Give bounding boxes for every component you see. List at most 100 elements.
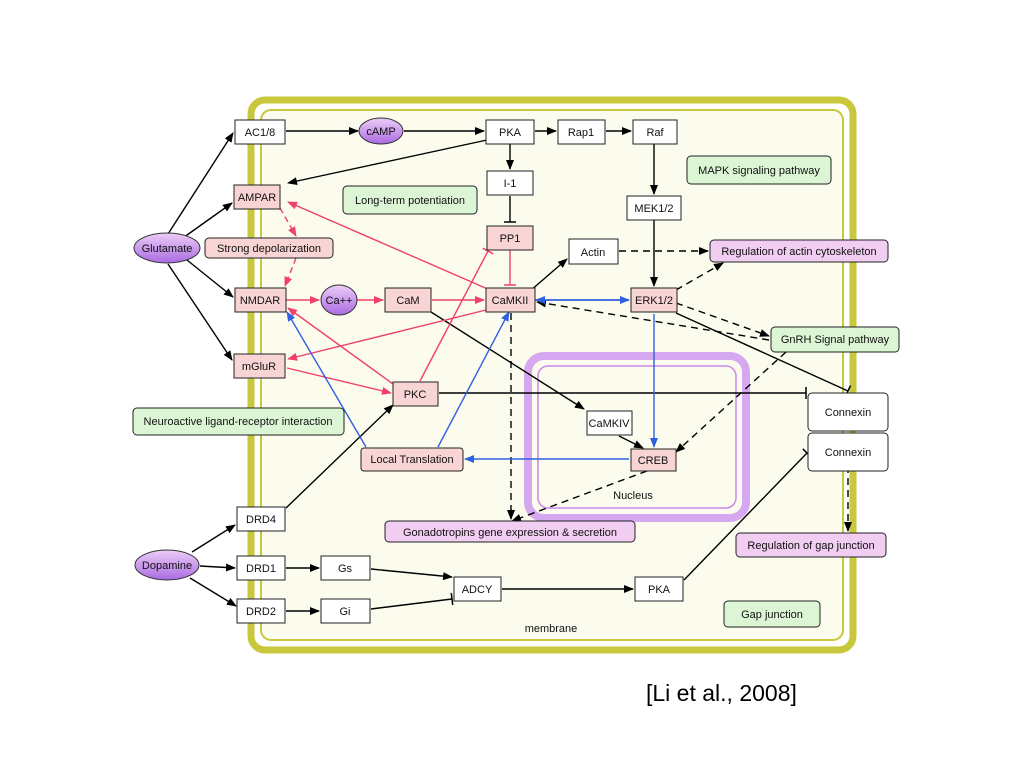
node-camp-label: cAMP	[366, 126, 395, 138]
node-dopamine-label: Dopamine	[142, 560, 192, 572]
node-gap-junction-label: Gap junction	[741, 609, 803, 621]
node-ltp[interactable]: Long-term potentiation	[342, 185, 478, 215]
node-creb-label: CREB	[638, 455, 669, 467]
node-pka-top-label: PKA	[499, 127, 522, 139]
node-ltp-label: Long-term potentiation	[355, 195, 465, 207]
edge-ampar-strong-depol	[279, 207, 297, 237]
node-camp[interactable]: cAMP	[358, 117, 404, 145]
node-ampar[interactable]: AMPAR	[233, 184, 281, 210]
edge-pka-connexin2	[683, 448, 812, 581]
node-pka-bottom[interactable]: PKA	[634, 576, 684, 602]
nucleus-inner	[537, 365, 737, 509]
node-gnrh[interactable]: GnRH Signal pathway	[770, 326, 900, 353]
node-reg-actin[interactable]: Regulation of actin cytoskeleton	[709, 239, 889, 263]
node-reg-gap[interactable]: Regulation of gap junction	[735, 532, 887, 558]
node-drd1[interactable]: DRD1	[236, 555, 286, 581]
citation: [Li et al., 2008]	[646, 680, 797, 706]
edge-gnrh-creb	[675, 351, 787, 453]
node-reg-actin-label: Regulation of actin cytoskeleton	[721, 246, 876, 258]
node-nmdar-label: NMDAR	[240, 295, 280, 307]
node-adcy[interactable]: ADCY	[453, 576, 502, 602]
node-pp1[interactable]: PP1	[486, 225, 534, 251]
node-erk12-label: ERK1/2	[635, 295, 673, 307]
node-cam[interactable]: CaM	[384, 287, 432, 313]
edge-gnrh-camkii	[536, 299, 770, 341]
node-dopamine[interactable]: Dopamine	[134, 549, 200, 581]
membrane-label: membrane	[525, 623, 578, 635]
node-i1[interactable]: I-1	[486, 170, 534, 196]
edge-erk12-reg-actin	[675, 262, 724, 291]
node-camkii[interactable]: CaMKII	[485, 287, 536, 313]
node-rap1[interactable]: Rap1	[557, 119, 606, 145]
node-pp1-label: PP1	[500, 233, 521, 245]
node-pkc-label: PKC	[404, 389, 427, 401]
node-camkiv-label: CaMKIV	[589, 418, 631, 430]
node-ac18-label: AC1/8	[245, 127, 276, 139]
node-connexin-2[interactable]: Connexin	[807, 432, 889, 472]
edge-pka-ampar	[287, 139, 488, 186]
nucleus-label: Nucleus	[613, 490, 653, 502]
edge-glutamate-mglur	[167, 263, 233, 361]
node-gonadotropins[interactable]: Gonadotropins gene expression & secretio…	[384, 520, 636, 543]
node-connexin-2-label: Connexin	[825, 447, 871, 459]
node-gap-junction[interactable]: Gap junction	[723, 600, 821, 628]
node-neuroactive-label: Neuroactive ligand-receptor interaction	[144, 416, 333, 428]
node-drd2[interactable]: DRD2	[236, 598, 286, 624]
edge-drd4-pkc	[285, 404, 394, 509]
edge-glutamate-ampar	[179, 202, 233, 241]
node-nmdar[interactable]: NMDAR	[234, 287, 287, 313]
node-camkiv[interactable]: CaMKIV	[586, 410, 633, 436]
node-gs-label: Gs	[338, 563, 353, 575]
node-gi[interactable]: Gi	[320, 598, 371, 624]
node-mapk-label: MAPK signaling pathway	[698, 165, 820, 177]
node-connexin-1[interactable]: Connexin	[807, 392, 889, 432]
node-ac18[interactable]: AC1/8	[234, 119, 286, 145]
node-drd4[interactable]: DRD4	[236, 506, 286, 532]
edge-local-translation-camkii	[437, 311, 510, 448]
node-erk12[interactable]: ERK1/2	[630, 287, 678, 313]
node-mapk[interactable]: MAPK signaling pathway	[686, 155, 832, 185]
node-cam-label: CaM	[396, 295, 419, 307]
node-mek12-label: MEK1/2	[634, 203, 673, 215]
node-strong-depolarization-label: Strong depolarization	[217, 243, 321, 255]
node-pka-top[interactable]: PKA	[485, 119, 535, 145]
node-camkii-label: CaMKII	[492, 295, 529, 307]
edge-glutamate-nmdar	[181, 255, 234, 298]
edge-dopamine-drd2	[189, 577, 237, 607]
node-connexin-1-label: Connexin	[825, 407, 871, 419]
edge-local-translation-nmdar	[286, 311, 367, 448]
edge-gi-adcy	[370, 592, 454, 610]
node-mglur[interactable]: mGluR	[233, 353, 286, 379]
node-glutamate-label: Glutamate	[142, 243, 193, 255]
node-drd1-label: DRD1	[246, 563, 276, 575]
edge-camkii-ampar	[287, 201, 491, 291]
node-strong-depolarization[interactable]: Strong depolarization	[204, 237, 334, 259]
edge-pkc-pp1	[419, 247, 494, 382]
node-pka-bottom-label: PKA	[648, 584, 671, 596]
edge-camkiv-creb	[618, 435, 644, 449]
node-pkc[interactable]: PKC	[392, 381, 439, 407]
node-gs[interactable]: Gs	[320, 555, 371, 581]
edges	[167, 127, 852, 615]
edge-dopamine-drd4	[191, 524, 236, 553]
node-neuroactive[interactable]: Neuroactive ligand-receptor interaction	[132, 407, 345, 436]
node-gi-label: Gi	[340, 606, 351, 618]
node-glutamate[interactable]: Glutamate	[133, 232, 201, 264]
edge-gs-adcy	[370, 568, 453, 581]
node-reg-gap-label: Regulation of gap junction	[747, 540, 874, 552]
node-rap1-label: Rap1	[568, 127, 594, 139]
node-mek12[interactable]: MEK1/2	[626, 195, 682, 221]
node-ca[interactable]: Ca++	[320, 284, 358, 316]
edge-glutamate-ac18	[167, 132, 234, 235]
node-actin[interactable]: Actin	[568, 238, 619, 265]
node-creb[interactable]: CREB	[630, 448, 677, 472]
edge-erk12-connexin	[675, 312, 852, 397]
node-i1-label: I-1	[504, 178, 517, 190]
node-raf[interactable]: Raf	[632, 119, 678, 145]
node-adcy-label: ADCY	[462, 584, 493, 596]
node-gnrh-label: GnRH Signal pathway	[781, 334, 890, 346]
node-actin-label: Actin	[581, 247, 605, 259]
node-local-translation[interactable]: Local Translation	[360, 447, 464, 472]
node-ca-label: Ca++	[326, 295, 353, 307]
